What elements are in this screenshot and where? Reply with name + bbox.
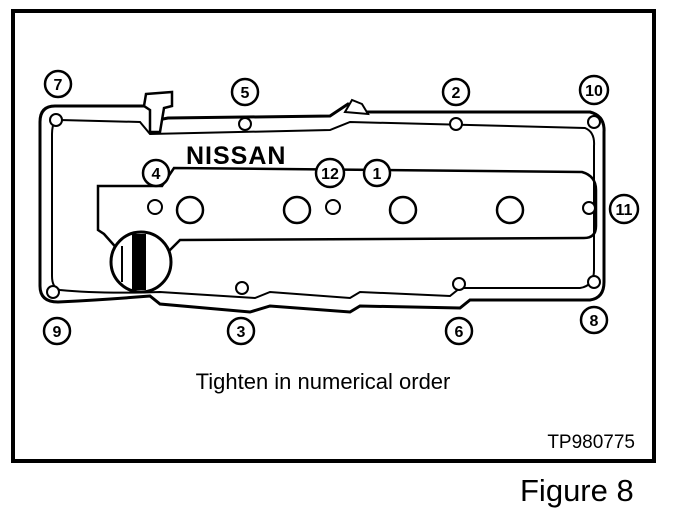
bolt-label-6: 6: [444, 316, 474, 346]
cover-rail: [96, 166, 598, 254]
svg-text:9: 9: [53, 324, 62, 341]
bolt-label-8: 8: [579, 305, 609, 335]
plug-hole: [495, 195, 525, 225]
bolt-label-3: 3: [226, 316, 256, 346]
svg-text:8: 8: [590, 313, 599, 330]
bolt-label-2: 2: [441, 77, 471, 107]
plug-hole: [175, 195, 205, 225]
bolt-label-11: 11: [608, 193, 640, 225]
gasket-outline: [38, 102, 606, 314]
bolt-hole-1: [49, 113, 63, 127]
svg-text:4: 4: [152, 166, 161, 183]
bolt-label-7: 7: [43, 69, 73, 99]
svg-text:1: 1: [373, 166, 382, 183]
cover-brand: NISSAN: [186, 142, 286, 170]
svg-text:5: 5: [241, 85, 250, 102]
plug-hole: [388, 195, 418, 225]
bolt-hole-4: [147, 199, 163, 215]
bolt-sequence-labels: 1 2 3 4 5 6 7 8 9 10 11 12: [42, 69, 640, 346]
svg-text:7: 7: [54, 77, 63, 94]
bolt-hole-6: [452, 277, 466, 291]
bolt-label-5: 5: [230, 77, 260, 107]
cover-boss: [343, 98, 370, 116]
bolt-hole-3: [235, 281, 249, 295]
svg-text:6: 6: [455, 324, 464, 341]
bolt-hole-10: [587, 115, 601, 129]
oil-filler-cap: [109, 230, 173, 294]
breather-tube: [142, 90, 174, 134]
figure-frame: [11, 9, 656, 463]
svg-text:10: 10: [585, 83, 603, 100]
bolt-hole-12: [325, 199, 341, 215]
bolt-label-1: 1: [362, 158, 392, 188]
svg-text:3: 3: [237, 324, 246, 341]
bolt-hole-9: [46, 285, 60, 299]
diagram-caption: Tighten in numerical order: [196, 369, 451, 394]
bolt-holes: [46, 113, 601, 299]
figure-label: Figure 8: [520, 473, 634, 508]
bolt-hole-11: [582, 201, 596, 215]
bolt-label-12: 12: [314, 157, 346, 189]
cover-outline: [51, 118, 596, 300]
bolt-hole-5: [238, 117, 252, 131]
svg-text:11: 11: [616, 202, 633, 219]
bolt-hole-8: [587, 275, 601, 289]
figure-code: TP980775: [547, 432, 635, 453]
svg-text:2: 2: [452, 85, 461, 102]
plug-hole: [282, 195, 312, 225]
bolt-label-9: 9: [42, 316, 72, 346]
spark-plug-holes: [175, 195, 525, 225]
bolt-hole-2: [449, 117, 463, 131]
svg-text:12: 12: [321, 166, 339, 183]
bolt-label-4: 4: [141, 158, 171, 188]
bolt-label-10: 10: [578, 74, 610, 106]
